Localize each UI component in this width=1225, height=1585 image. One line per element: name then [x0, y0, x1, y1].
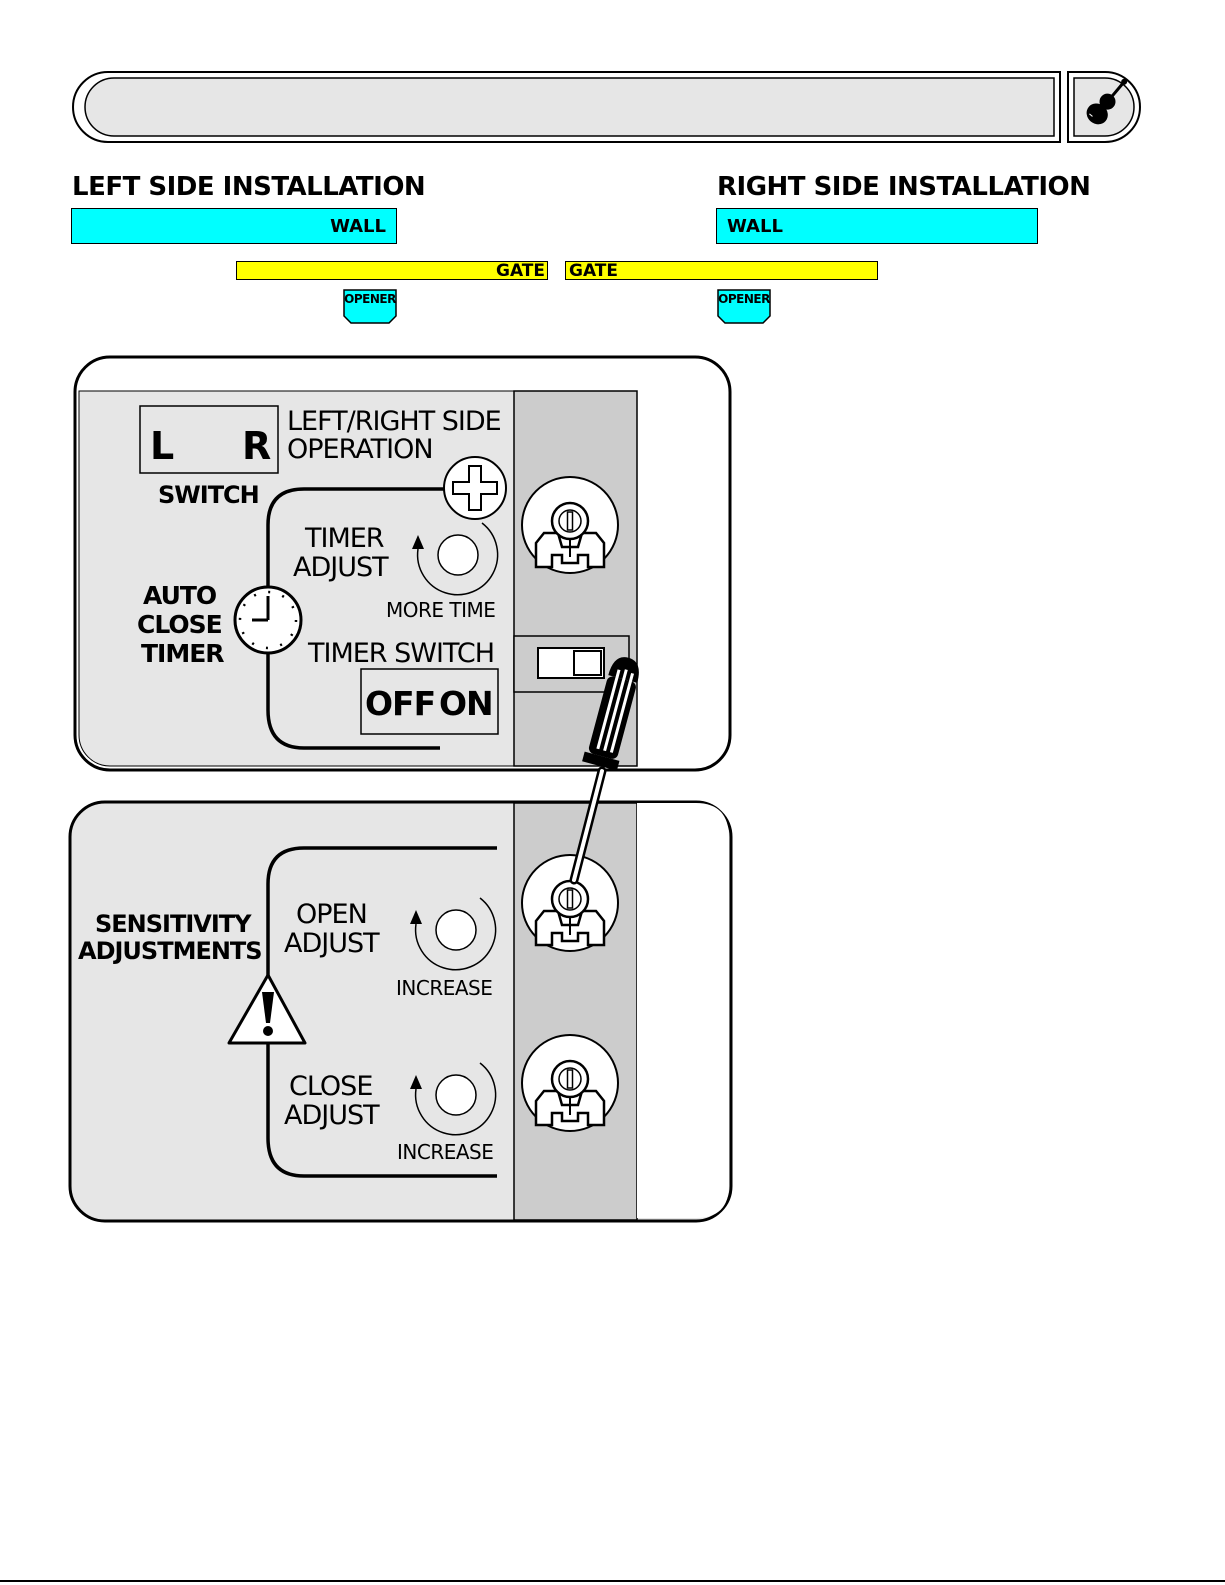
lr-label-line2: OPERATION [287, 434, 433, 465]
open-trimpot[interactable] [522, 855, 618, 951]
right-wall-bar: WALL [716, 208, 1038, 244]
timer-adjust-line1: TIMER [304, 523, 384, 554]
timer-switch-label: TIMER SWITCH [307, 638, 494, 669]
auto-close-line3: TIMER [141, 639, 224, 668]
close-increase-label: INCREASE [397, 1140, 493, 1164]
left-gate-label: GATE [496, 261, 545, 281]
timer-switch-toggle[interactable] [538, 648, 604, 678]
top-banner [0, 0, 1225, 160]
right-wall-label: WALL [727, 216, 783, 237]
auto-close-line2: CLOSE [137, 610, 222, 639]
switch-caption: SWITCH [158, 481, 259, 509]
sensitivity-line2: ADJUSTMENTS [78, 937, 262, 965]
timer-trimpot[interactable] [522, 477, 618, 573]
clock-icon [235, 587, 301, 653]
left-gate-bar: GATE [236, 261, 548, 280]
timer-on-label: ON [439, 684, 493, 723]
close-adjust-line2: ADJUST [284, 1100, 380, 1131]
right-gate-label: GATE [569, 261, 618, 281]
lr-label-line1: LEFT/RIGHT SIDE [287, 406, 501, 437]
page-bottom-rule [0, 1580, 1225, 1582]
top-panel: L R SWITCH LEFT/RIGHT SIDE OPERATION TIM… [75, 357, 730, 770]
open-adjust-line1: OPEN [296, 899, 367, 930]
phillips-screw-icon [444, 457, 506, 519]
close-trimpot[interactable] [522, 1035, 618, 1131]
right-gate-bar: GATE [565, 261, 878, 280]
right-install-title: RIGHT SIDE INSTALLATION [717, 172, 1090, 202]
timer-adjust-line2: ADJUST [293, 552, 389, 583]
switch-left-letter: L [150, 424, 174, 468]
open-increase-label: INCREASE [396, 976, 492, 1000]
left-install-title: LEFT SIDE INSTALLATION [72, 172, 425, 202]
timer-off-label: OFF [365, 684, 435, 723]
left-opener: OPENER [343, 289, 397, 322]
right-opener-label: OPENER [717, 292, 771, 306]
open-adjust-line2: ADJUST [284, 928, 380, 959]
left-wall-bar: WALL [71, 208, 397, 244]
switch-right-letter: R [242, 424, 271, 468]
bottom-panel: SENSITIVITY ADJUSTMENTS OPEN ADJUST INCR… [70, 802, 731, 1221]
right-opener: OPENER [717, 289, 771, 322]
sensitivity-line1: SENSITIVITY [95, 910, 252, 938]
close-adjust-line1: CLOSE [289, 1071, 372, 1102]
more-time-label: MORE TIME [386, 598, 495, 622]
control-panel-diagram: L R SWITCH LEFT/RIGHT SIDE OPERATION TIM… [0, 340, 760, 1240]
left-opener-label: OPENER [343, 292, 397, 306]
auto-close-line1: AUTO [143, 581, 216, 610]
left-wall-label: WALL [330, 216, 386, 237]
